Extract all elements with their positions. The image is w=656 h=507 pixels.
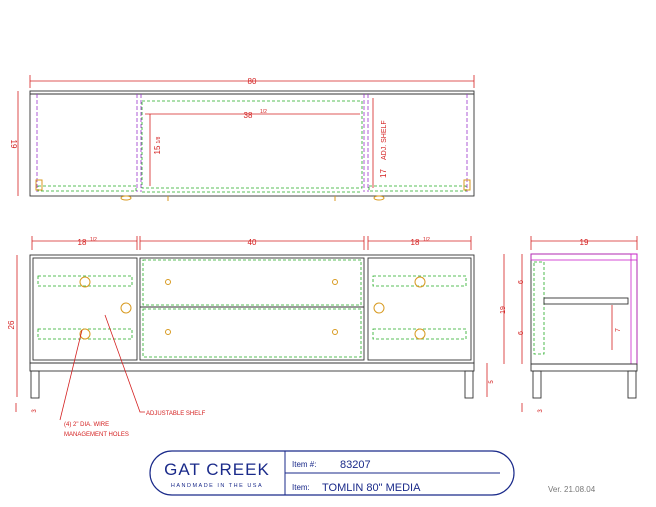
- right-leg: [464, 370, 474, 399]
- wire-holes-note: (4) 2" DIA. WIRE: [64, 422, 109, 428]
- item-number-label: Item #:: [292, 460, 316, 469]
- svg-text:1/2: 1/2: [90, 237, 97, 243]
- svg-text:3: 3: [538, 409, 544, 413]
- overall-width-dim: 80: [248, 77, 257, 86]
- svg-text:6: 6: [518, 331, 525, 335]
- front-view: 18 1/2 40 18 1/2 26: [7, 236, 495, 438]
- item-number-value: 83207: [340, 459, 371, 471]
- item-name-value: TOMLIN 80" MEDIA: [322, 482, 421, 494]
- left-leg: [30, 370, 40, 399]
- title-block: GAT CREEK HANDMADE IN THE USA Item #: 83…: [149, 450, 515, 496]
- version-label: Ver. 21.08.04: [548, 485, 596, 494]
- adjustable-shelf-note: ADJUSTABLE SHELF: [146, 411, 206, 417]
- svg-text:7: 7: [615, 328, 622, 332]
- svg-text:MANAGEMENT HOLES: MANAGEMENT HOLES: [64, 432, 129, 438]
- cabinet-front: [29, 254, 475, 364]
- side-view: 19 19 6 6 7 3: [500, 236, 638, 413]
- center-opening-dim: 38: [244, 111, 253, 120]
- depth-dim: 19: [9, 140, 18, 149]
- center-section-dim: 40: [248, 238, 257, 247]
- svg-text:ADJ. SHELF: ADJ. SHELF: [381, 120, 388, 160]
- left-door: [32, 257, 138, 361]
- svg-text:1/2: 1/2: [423, 237, 430, 243]
- svg-text:5: 5: [489, 380, 495, 384]
- side-depth-dim: 19: [580, 238, 589, 247]
- height-dim: 26: [7, 320, 16, 329]
- right-section-dim: 18: [411, 238, 420, 247]
- center-height-dim: 15: [153, 145, 162, 154]
- left-section-dim: 18: [78, 238, 87, 247]
- right-door: [367, 257, 472, 361]
- top-view-outline: [29, 90, 475, 197]
- top-view: 80 19 38 1/2 15 1/8 17 ADJ. SHELF: [9, 75, 475, 201]
- upper-drawer: [142, 259, 362, 306]
- svg-text:19: 19: [500, 306, 507, 314]
- svg-text:1/2: 1/2: [260, 109, 267, 115]
- side-outline: [530, 253, 638, 365]
- side-shelf: [543, 297, 629, 305]
- lower-drawer: [142, 308, 362, 358]
- svg-text:1/8: 1/8: [156, 136, 162, 143]
- brand-tagline: HANDMADE IN THE USA: [171, 483, 263, 489]
- svg-text:6: 6: [518, 280, 525, 284]
- adj-shelf-dim: 17: [379, 169, 388, 178]
- brand-logo: GAT CREEK: [164, 460, 270, 479]
- svg-text:3: 3: [32, 409, 38, 413]
- item-label: Item:: [292, 483, 310, 492]
